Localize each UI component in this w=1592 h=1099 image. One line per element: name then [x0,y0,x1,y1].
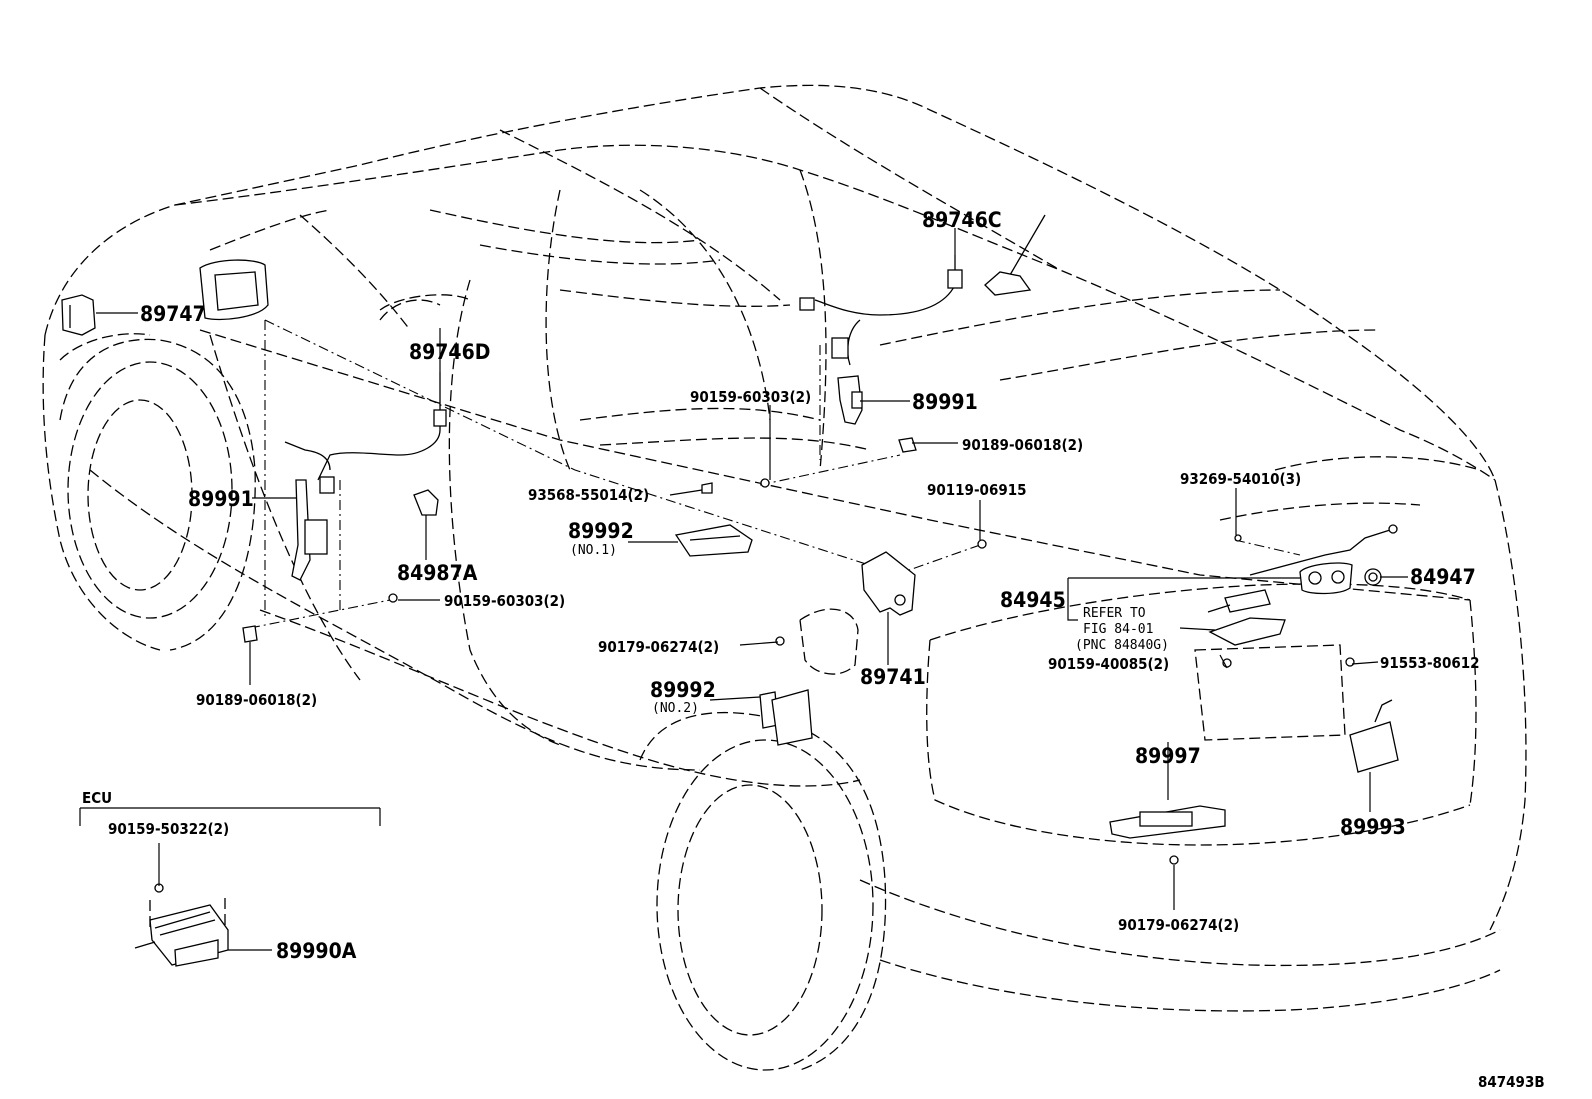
antenna-part [984,214,1046,296]
label-84947: 84947 [1410,565,1476,589]
label-90159-40085: 90159-40085(2) [1048,655,1169,673]
label-90119-06915: 90119-06915 [927,481,1027,499]
wire-routing-lines [249,319,1301,629]
refer-line-1: REFER TO [1083,606,1146,621]
module-89992-no2 [759,689,813,746]
label-90159-60303-a: 90159-60303(2) [690,388,811,406]
refer-line-3: (PNC 84840G) [1075,638,1169,653]
sensor-89991-right [831,337,863,425]
label-89991-left: 89991 [188,487,254,511]
label-89991-right: 89991 [912,390,978,414]
module-89993 [1349,699,1399,773]
wire-harness-right [799,255,963,366]
label-90189-06018-b: 90189-06018(2) [196,691,317,709]
bracket-89741 [861,551,916,616]
label-89992-no1-sub: (NO.1) [570,543,617,558]
label-91553-80612: 91553-80612 [1380,654,1480,672]
ecu-section-label: ECU [82,789,112,807]
label-90179-06274-b: 90179-06274(2) [1118,916,1239,934]
label-89992-no2-sub: (NO.2) [652,701,699,716]
label-89746C: 89746C [922,208,1002,232]
switch-89997 [1109,805,1226,839]
mirror-housing [199,259,269,321]
label-93269-54010: 93269-54010(3) [1180,470,1301,488]
label-90159-60303-b: 90159-60303(2) [444,592,565,610]
label-84945: 84945 [1000,588,1066,612]
ecu-89990A [134,898,229,967]
label-90159-50322: 90159-50322(2) [108,820,229,838]
label-89990A: 89990A [276,939,357,963]
label-84987A: 84987A [397,561,478,585]
handle-assembly [1208,524,1398,646]
label-89993: 89993 [1340,815,1406,839]
label-89997: 89997 [1135,744,1201,768]
refer-line-2: FIG 84-01 [1083,622,1153,637]
wire-harness-left [284,372,447,481]
fasteners [154,437,1355,893]
label-90179-06274-a: 90179-06274(2) [598,638,719,656]
part-labels: 89747 89746D 89746C 89991 90159-60303(2)… [82,208,1545,1091]
label-89992-no2: 89992 [650,678,716,702]
label-89747: 89747 [140,302,206,326]
diagram-code: 847493B [1478,1073,1545,1091]
label-89741: 89741 [860,665,926,689]
module-89992-no1 [674,524,753,557]
label-93568-55014: 93568-55014(2) [528,486,649,504]
light-84947 [1364,568,1382,586]
label-89992-no1: 89992 [568,519,634,543]
label-90189-06018-a: 90189-06018(2) [962,436,1083,454]
leader-lines [79,228,1408,951]
sensor-89991-left [291,476,335,581]
label-89746D: 89746D [409,340,490,364]
camera-89747 [61,294,96,336]
bracket-84987A [413,489,439,516]
